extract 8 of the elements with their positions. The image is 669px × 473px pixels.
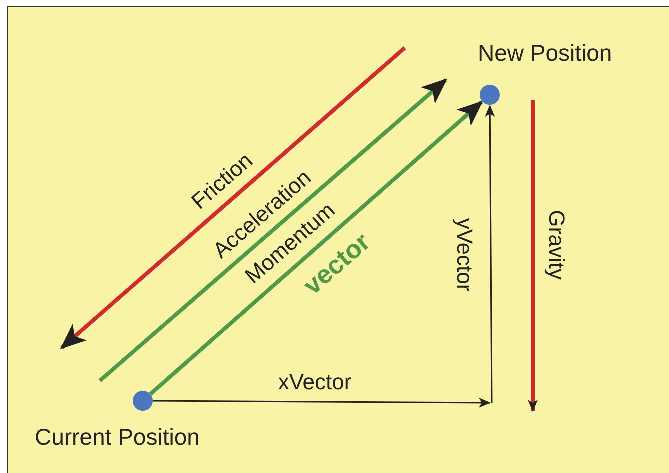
position-label: Current Position (35, 423, 200, 452)
position-label: New Position (478, 39, 612, 68)
force-label: Gravity (544, 210, 570, 280)
arrow (153, 398, 491, 408)
edge-label: yVector (452, 218, 478, 292)
edge-label: xVector (278, 368, 352, 396)
arrow (149, 100, 484, 396)
arrow (485, 105, 496, 403)
